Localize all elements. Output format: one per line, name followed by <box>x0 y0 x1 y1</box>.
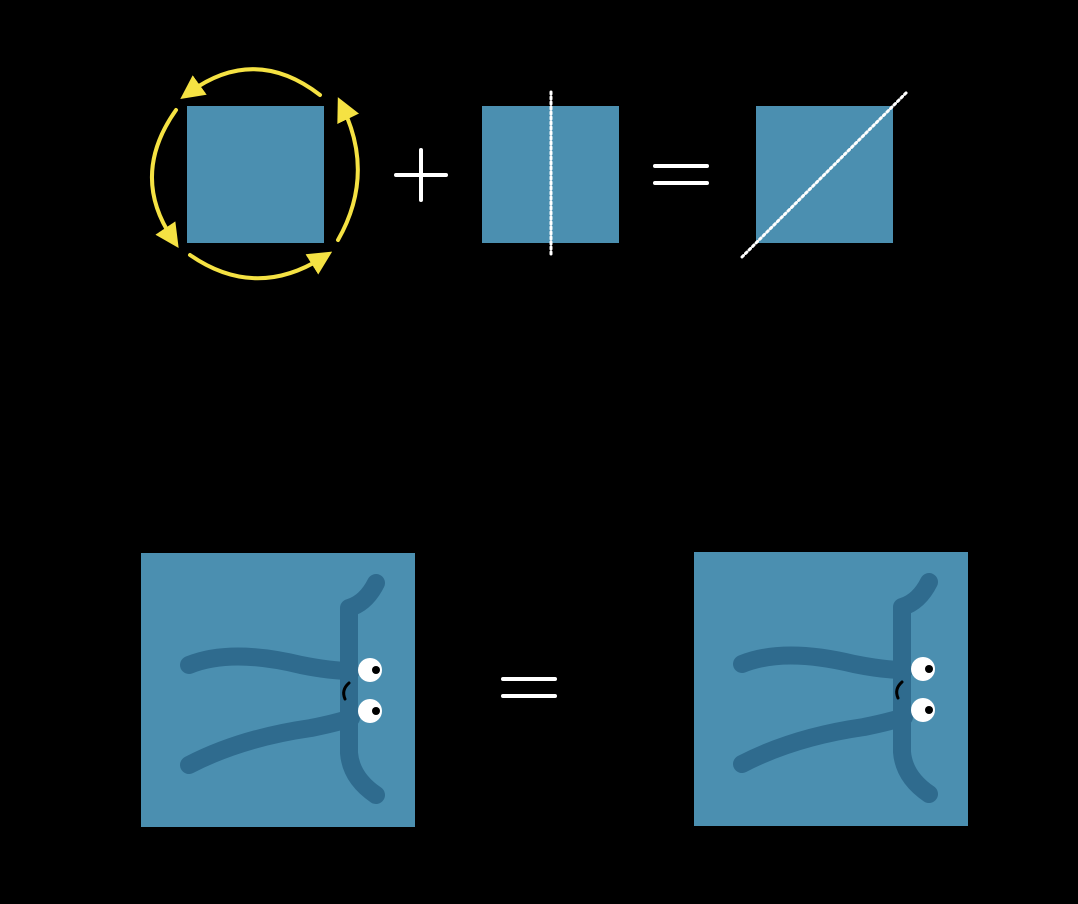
pi-pupil-lower <box>372 707 380 715</box>
pi-top-bar <box>180 647 360 680</box>
vertical-reflection-group <box>482 90 619 258</box>
rotation-group <box>149 67 360 281</box>
equals-operator-bottom <box>501 677 557 698</box>
diagonal-reflection-axis <box>740 89 910 259</box>
pi-character-icon <box>180 574 385 804</box>
pi-eyes <box>358 658 382 723</box>
pi-eye-lower <box>358 699 382 723</box>
rotation-arrow-top <box>180 67 322 100</box>
pi-bottom-leg <box>733 708 913 773</box>
pi-eye-lower <box>911 698 935 722</box>
pi-top-bar <box>733 646 913 679</box>
pi-pupil-upper <box>372 666 380 674</box>
pi-vertical-stem <box>340 574 385 804</box>
pi-character-icon <box>733 573 938 803</box>
rotation-arrow-right <box>336 97 360 242</box>
diagonal-reflection-group <box>740 89 910 259</box>
equals-operator-top <box>653 164 709 185</box>
rotation-arrows-icon <box>149 67 360 281</box>
pi-eye-upper <box>358 658 382 682</box>
right-pi-group <box>694 552 968 826</box>
pi-bottom-leg <box>180 709 360 774</box>
rotation-arrow-left <box>149 108 179 248</box>
pi-mouth <box>895 680 904 700</box>
plus-operator <box>394 148 448 202</box>
rotation-square <box>187 106 324 243</box>
pi-pupil-upper <box>925 665 933 673</box>
pi-eye-upper <box>911 657 935 681</box>
pi-pupil-lower <box>925 706 933 714</box>
pi-mouth <box>342 681 351 701</box>
pi-vertical-stem <box>893 573 938 803</box>
left-pi-group <box>141 553 415 827</box>
pi-eyes <box>911 657 935 722</box>
rotation-arrow-bottom <box>188 251 333 281</box>
